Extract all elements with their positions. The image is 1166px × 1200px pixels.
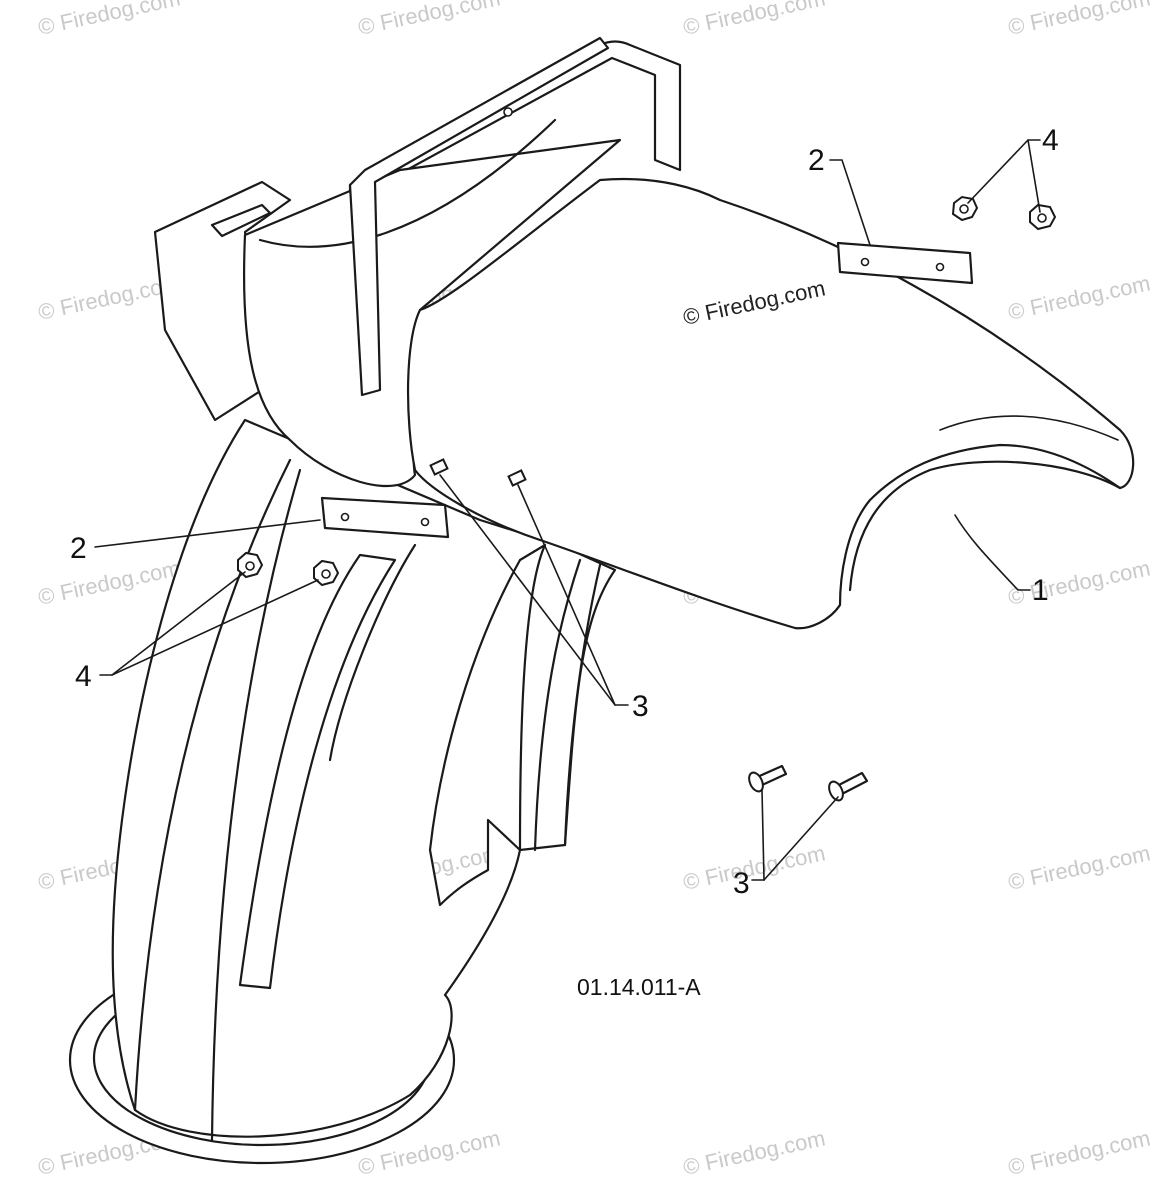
pipe-rib bbox=[238, 553, 397, 990]
leader-4-left-b bbox=[111, 579, 319, 676]
leader-3-mid-b bbox=[517, 484, 616, 706]
leader-2-left bbox=[94, 519, 321, 548]
watermark: © Firedog.com bbox=[36, 555, 183, 610]
watermark: © Firedog.com bbox=[356, 0, 503, 40]
leader-4-top-b bbox=[1027, 139, 1041, 213]
watermark: © Firedog.com bbox=[1006, 555, 1153, 610]
deflector-body bbox=[406, 177, 1135, 630]
pipe-body bbox=[111, 418, 617, 1138]
leader-3-bottom-b bbox=[763, 796, 839, 881]
watermark: © Firedog.com bbox=[681, 840, 828, 895]
leader-2-top bbox=[829, 159, 871, 246]
watermark: © Firedog.com bbox=[1006, 0, 1153, 40]
nut-bore bbox=[1037, 213, 1047, 223]
plate-hole bbox=[860, 257, 870, 267]
bracket-hole bbox=[503, 107, 513, 117]
plate-2-top bbox=[836, 241, 974, 285]
plate-left bbox=[320, 496, 450, 539]
nut-bore bbox=[959, 204, 969, 214]
watermark: © Firedog.com bbox=[1006, 270, 1153, 325]
watermark: © Firedog.com bbox=[1006, 1125, 1153, 1180]
watermark: © Firedog.com bbox=[36, 0, 183, 40]
leader-1 bbox=[954, 514, 1031, 591]
bolt-head bbox=[748, 771, 764, 793]
nuts-left bbox=[237, 551, 340, 587]
pipe-seam-left bbox=[133, 458, 292, 1112]
callout-3-bottom: 3 bbox=[733, 867, 750, 900]
callout-4-top: 4 bbox=[1042, 124, 1059, 157]
callout-labels: 2 4 2 4 3 3 1 bbox=[70, 124, 1059, 900]
watermark: © Firedog.com bbox=[681, 1125, 828, 1180]
nuts-top bbox=[951, 195, 1057, 231]
lower-chute bbox=[68, 180, 617, 1165]
rear-flange-slot bbox=[210, 203, 272, 238]
callout-1: 1 bbox=[1032, 574, 1049, 607]
pipe-strip-right bbox=[533, 558, 582, 852]
bolt-stud bbox=[429, 458, 449, 476]
watermark: © Firedog.com bbox=[1006, 840, 1153, 895]
callout-2-left: 2 bbox=[70, 532, 87, 565]
drawing-number: 01.14.011-A bbox=[577, 974, 701, 1000]
nut-bore bbox=[321, 569, 331, 579]
pipe-rib-edge bbox=[328, 543, 417, 762]
callout-3-mid: 3 bbox=[632, 690, 649, 723]
callout-2-top: 2 bbox=[808, 144, 825, 177]
bolts-loose bbox=[748, 764, 869, 802]
deflector-lip bbox=[848, 460, 1122, 592]
deflector bbox=[242, 36, 1135, 630]
plate-hole bbox=[935, 262, 945, 272]
plate-hole bbox=[420, 517, 430, 527]
plate-2-left bbox=[320, 496, 450, 539]
nut-bore bbox=[245, 561, 255, 571]
bracket-front-strap bbox=[348, 36, 610, 397]
watermark: © Firedog.com bbox=[681, 0, 828, 40]
deflector-lip-inner bbox=[939, 415, 1119, 441]
plate-top bbox=[836, 241, 974, 285]
hood-opening-edge bbox=[258, 118, 557, 248]
leader-lines bbox=[94, 139, 1041, 881]
callout-4-left: 4 bbox=[75, 660, 92, 693]
pipe-seam-inner bbox=[210, 468, 302, 1142]
bolt-stud bbox=[507, 469, 527, 487]
bolt-head bbox=[828, 780, 844, 802]
pipe-strip-right-2 bbox=[563, 563, 602, 847]
plate-hole bbox=[340, 512, 350, 522]
